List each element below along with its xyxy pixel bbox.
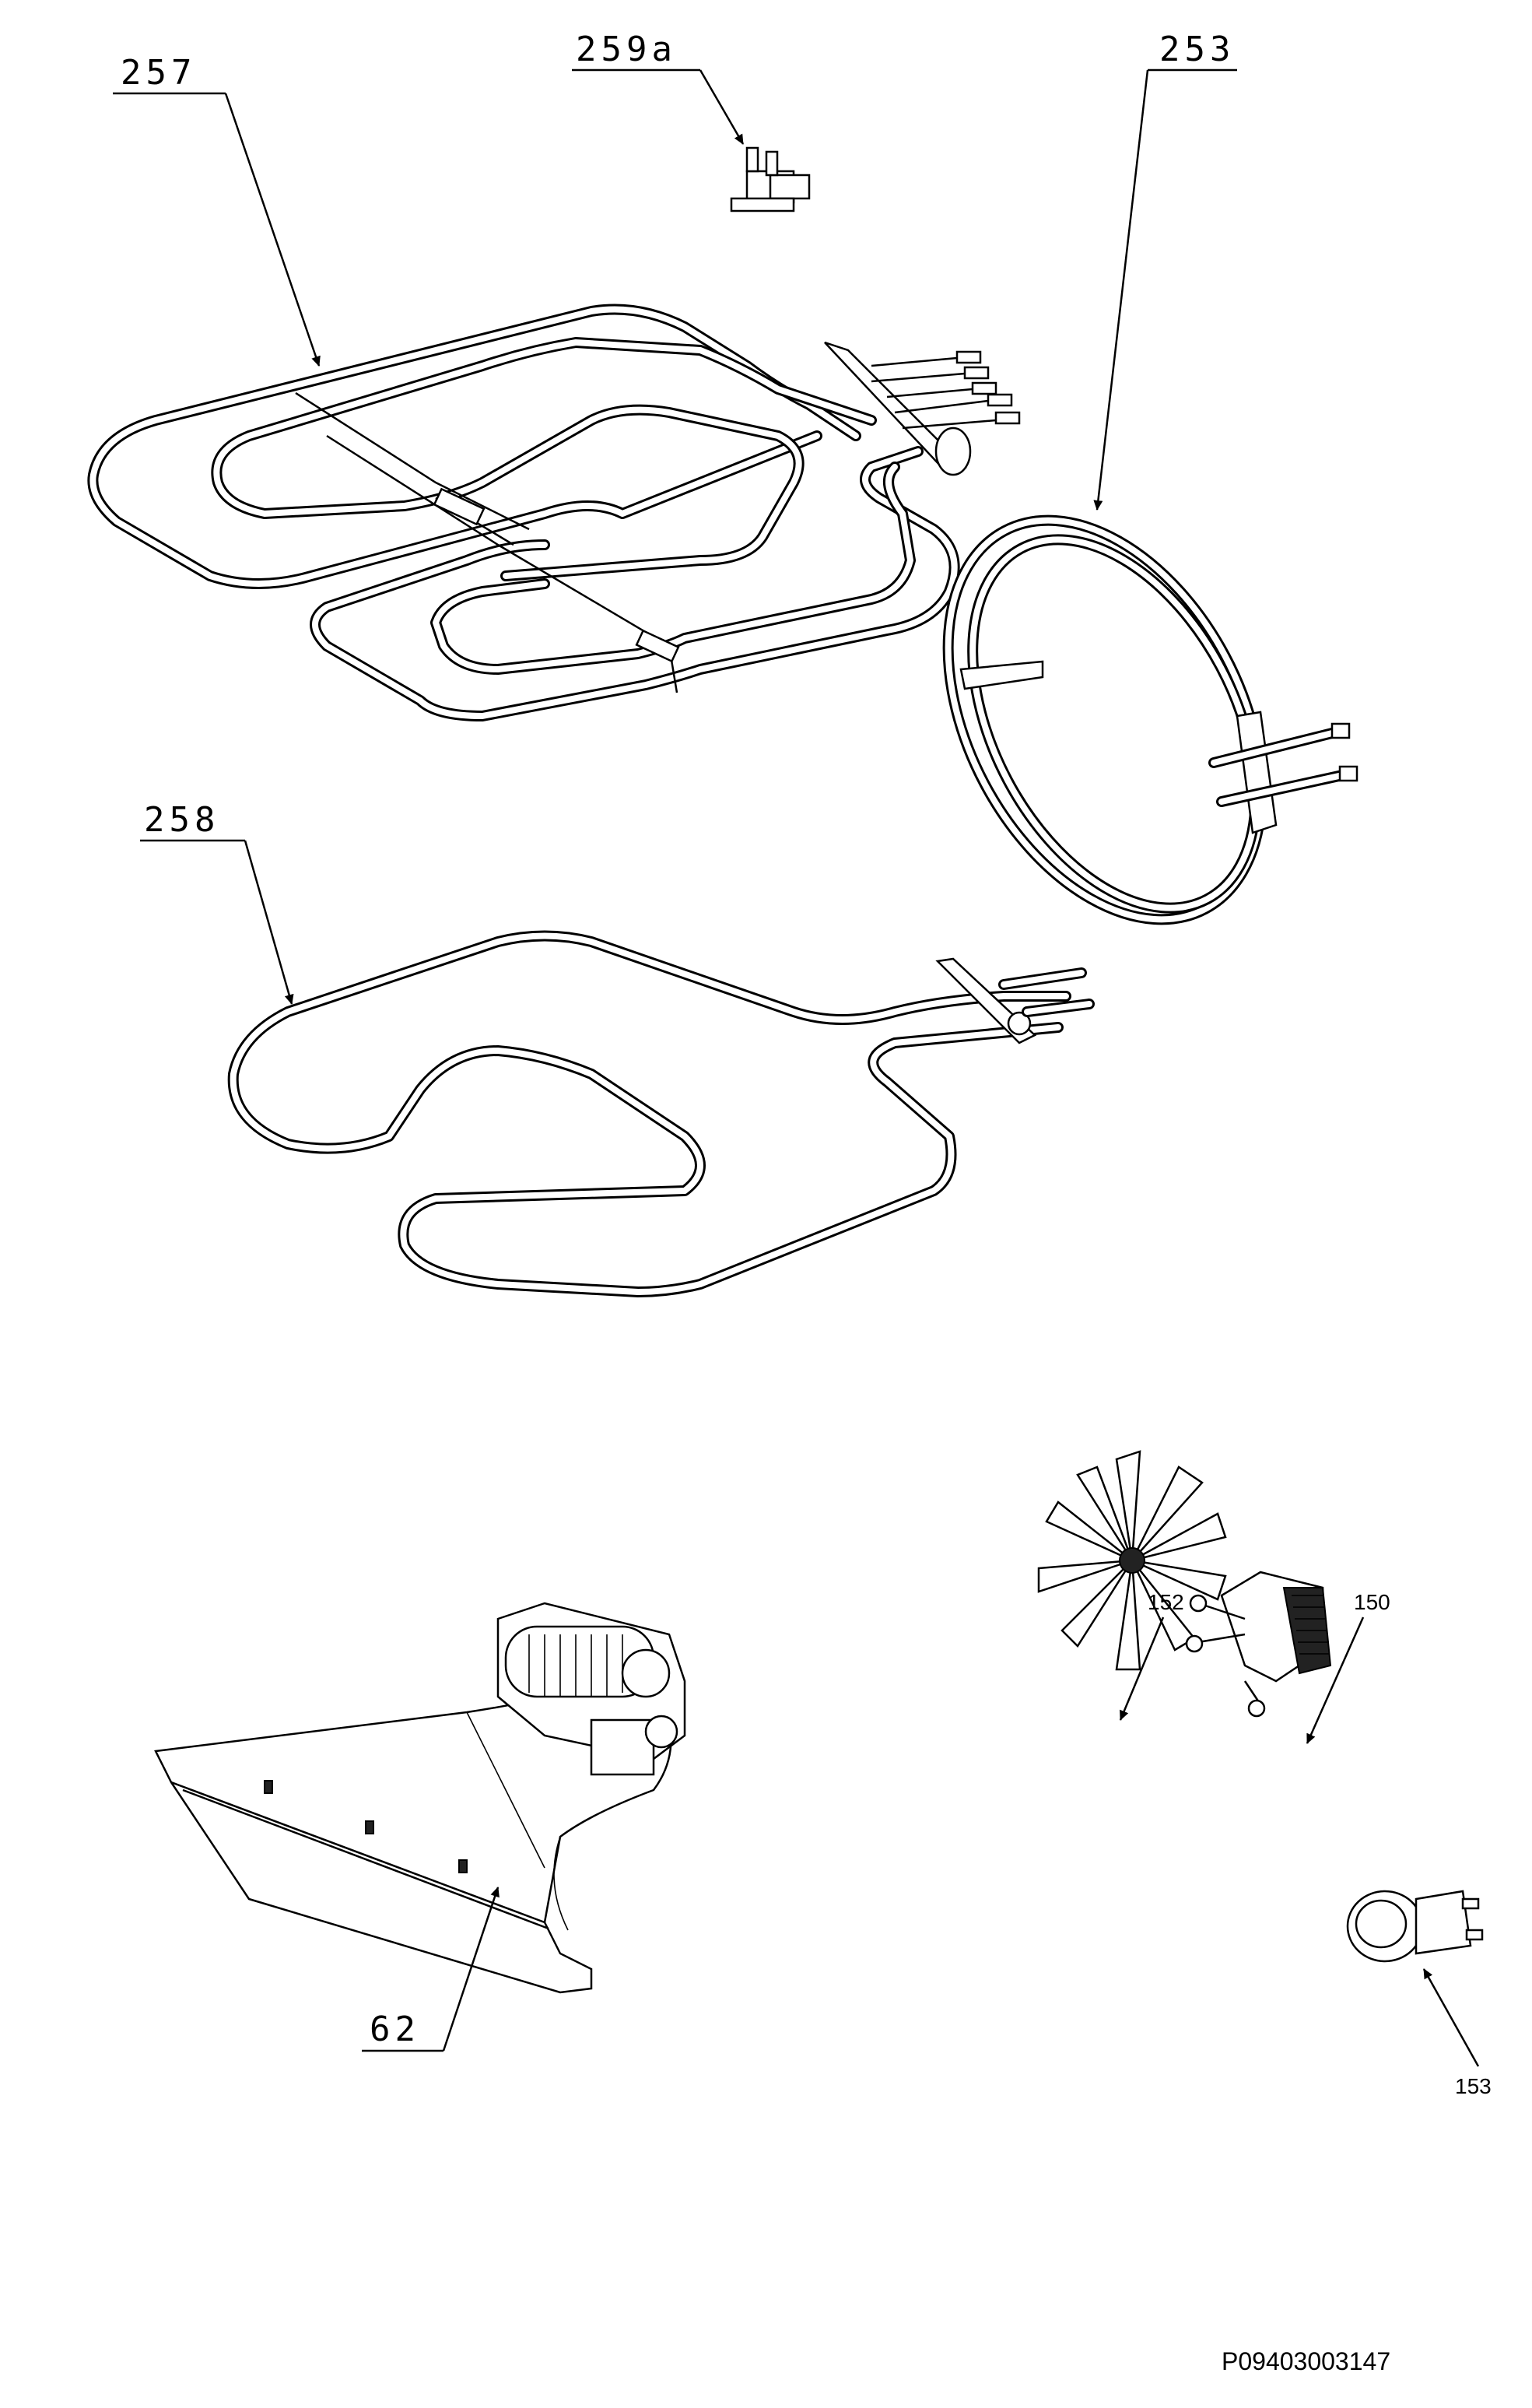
oven-lamp-153 (1346, 1890, 1484, 1963)
callout-150: 150 (1306, 1590, 1390, 1744)
label-152: 152 (1148, 1590, 1184, 1614)
label-257: 257 (121, 53, 196, 93)
bottom-element-258 (227, 930, 1095, 1297)
label-62: 62 (370, 2010, 420, 2049)
label-253: 253 (1159, 30, 1235, 69)
fan-motor-150 (1185, 1571, 1332, 1718)
callout-152: 152 (1119, 1590, 1184, 1721)
limiter-259a (730, 146, 811, 212)
callout-253: 253 (1093, 30, 1237, 511)
label-259a: 259a (576, 30, 677, 69)
fan-housing-62 (154, 1602, 686, 1994)
callout-153: 153 (1422, 1968, 1492, 2098)
circular-element-253 (942, 514, 1358, 925)
label-150: 150 (1354, 1590, 1390, 1614)
label-258: 258 (144, 800, 219, 840)
fan-blade-152 (1037, 1450, 1227, 1671)
grill-element-257 (87, 304, 1021, 721)
callout-257: 257 (113, 53, 321, 367)
callout-258: 258 (140, 800, 294, 1005)
callout-259a: 259a (572, 30, 745, 145)
label-153: 153 (1455, 2074, 1492, 2098)
callout-62: 62 (362, 1887, 500, 2052)
document-id: P09403003147 (1222, 2347, 1390, 2375)
